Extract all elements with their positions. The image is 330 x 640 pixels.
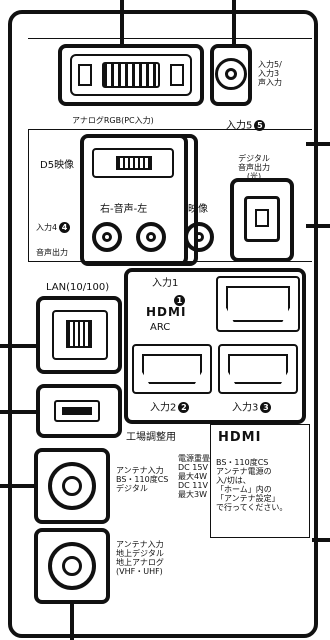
usb-port[interactable] (54, 400, 100, 422)
divider (28, 130, 30, 262)
audio-in5-jack[interactable] (215, 58, 247, 90)
input5-badge: 5 (254, 120, 266, 131)
terrestrial-antenna-group (34, 528, 110, 604)
audio-left-jack[interactable] (136, 222, 166, 252)
bs-antenna-port[interactable] (48, 462, 96, 510)
callout-line-audio5 (232, 0, 236, 46)
input1-badge-wrap: 1 (172, 290, 185, 309)
callout-line-lan (0, 344, 38, 348)
hdmi1-port[interactable] (216, 276, 300, 332)
audio-rl-label: 右-音声-左 (100, 204, 148, 215)
d5-port[interactable] (92, 148, 174, 178)
vga-screw-right (170, 64, 184, 86)
rgb-port-group (58, 44, 204, 106)
vga-pins (102, 62, 160, 88)
input3-text: 入力3 (232, 402, 259, 414)
vga-port[interactable] (70, 54, 192, 96)
hdmi-group (124, 268, 306, 424)
factory-label: 工場調整用 (126, 432, 176, 443)
callout-line-rgb (120, 0, 124, 46)
optical-label: デジタル 音声出力 (光) (238, 154, 270, 181)
bs-note: BS・110度CS アンテナ電源の 入/切は、 「ホーム」内の 「アンテナ設定」… (216, 458, 288, 512)
hdmi-logo: HDMI (218, 430, 262, 445)
vga-screw-left (78, 64, 92, 86)
audio-out-label: 音声出力 (36, 248, 68, 257)
hdmi2-slot (142, 354, 202, 384)
video-label: 映像 (188, 204, 208, 215)
input5-audio-label: 入力5/ 入力3 声入力 (258, 60, 282, 87)
lan-group (36, 296, 122, 374)
d5-pins (116, 156, 152, 170)
antenna-core (62, 556, 82, 576)
audio-in5-group (210, 44, 252, 106)
d5-label: D5映像 (40, 160, 75, 171)
input4-text: 入力4 (36, 223, 58, 232)
av-group (80, 134, 188, 266)
jack-core (102, 232, 112, 242)
callout-line-d5 (306, 142, 330, 146)
section-top (28, 38, 312, 130)
optical-group (230, 178, 294, 262)
input5-text: 入力5 (226, 120, 253, 132)
callout-line-hdmi (312, 538, 330, 542)
hdmi-logo-small: HDMI (146, 305, 187, 319)
lan-port[interactable] (52, 310, 108, 360)
usb-tongue (62, 407, 92, 415)
optical-window (255, 209, 269, 227)
usb-group (36, 384, 122, 438)
callout-line-usb (0, 410, 38, 414)
lan-pins (66, 320, 92, 348)
input3-badge: 3 (260, 402, 272, 413)
tv-rear-panel (8, 10, 318, 638)
input1-text: 入力1 (152, 278, 179, 289)
terrestrial-antenna-port[interactable] (48, 542, 96, 590)
jack-core (146, 232, 156, 242)
jack-core (225, 68, 237, 80)
analog-rgb-caption: アナログRGB(PC入力) (72, 116, 154, 125)
input1-badge: 1 (174, 295, 185, 306)
arc-label: ARC (150, 322, 171, 333)
hdmi3-port[interactable] (218, 344, 298, 394)
input2-text: 入力2 (150, 402, 177, 414)
jack-core (194, 232, 204, 242)
section-mid (28, 130, 312, 262)
hdmi-note-box (210, 424, 310, 538)
bs-antenna-group (34, 448, 110, 524)
bs-antenna-label: アンテナ入力 BS・110度CS デジタル (116, 466, 169, 493)
power-spec: 電源重畳 DC 15V 最大4W DC 11V 最大3W (178, 454, 210, 499)
optical-port[interactable] (244, 196, 280, 242)
input4-badge: 4 (59, 222, 71, 233)
callout-line-optical (306, 224, 330, 228)
hdmi3-slot (228, 354, 288, 384)
av-group-right (160, 134, 198, 266)
audio-right-jack[interactable] (92, 222, 122, 252)
lan-label: LAN(10/100) (46, 282, 110, 293)
terrestrial-antenna-label: アンテナ入力 地上デジタル 地上アナログ (VHF・UHF) (116, 540, 164, 576)
hdmi1-slot (226, 286, 290, 322)
hdmi2-port[interactable] (132, 344, 212, 394)
input2-badge: 2 (178, 402, 190, 413)
antenna-core (62, 476, 82, 496)
callout-line-terrestrial (70, 604, 74, 640)
callout-line-bs (0, 484, 38, 488)
video-jack[interactable] (184, 222, 214, 252)
input1-label: 入力1 (152, 278, 178, 290)
